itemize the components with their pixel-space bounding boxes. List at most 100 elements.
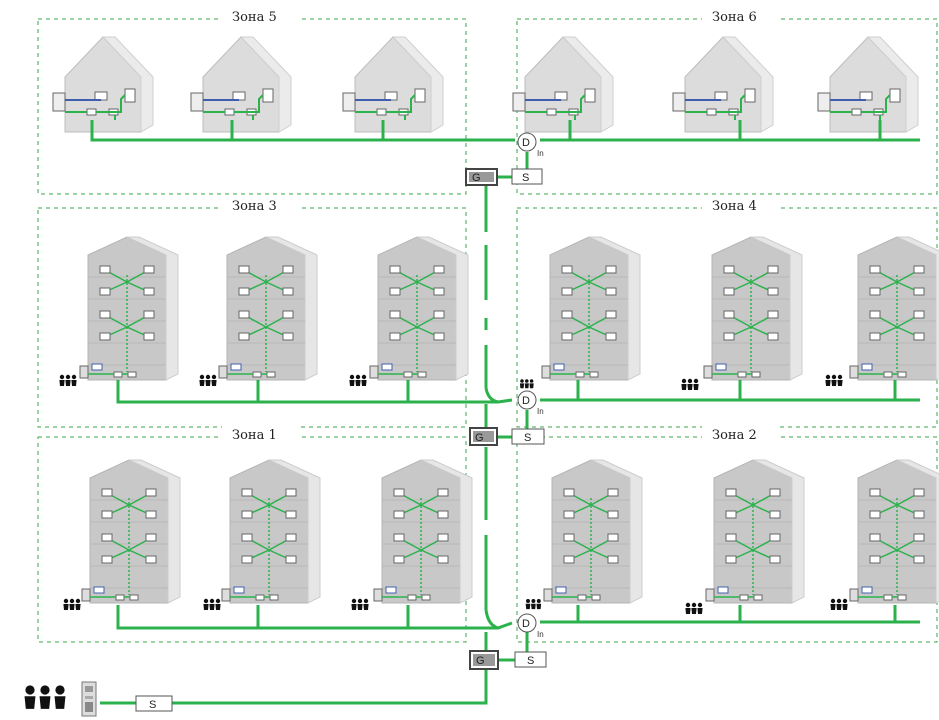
door-panel-icon (79, 365, 89, 379)
house (342, 36, 444, 133)
door-panel-icon (218, 365, 228, 379)
door-panel-icon (342, 92, 356, 112)
person-icon (681, 378, 687, 390)
apartment-monitor-icon (723, 265, 735, 274)
apartment-monitor-icon (101, 488, 113, 497)
houses (52, 36, 919, 133)
door-panel-icon (369, 365, 379, 379)
zone-labels: Зона 5 Зона 6 Зона 3 Зона 4 Зона 1 Зона … (222, 8, 780, 444)
apartment-monitor-icon (913, 533, 925, 542)
apartment-monitor-icon (145, 510, 157, 519)
apartment-monitor-icon (561, 265, 573, 274)
zone-4-label: Зона 4 (712, 199, 757, 214)
person-icon (536, 599, 542, 610)
person-icon (59, 374, 65, 386)
apartment-monitor-icon (285, 555, 297, 564)
monitor-icon (584, 88, 596, 103)
camera-icon (714, 91, 728, 101)
apartment-monitor-icon (869, 510, 881, 519)
apartment-monitor-icon (389, 310, 401, 319)
person-icon (830, 598, 836, 610)
door-panel-icon (190, 92, 204, 112)
person-icon (691, 602, 697, 614)
apartment-building (543, 459, 643, 604)
monitor-icon (124, 88, 136, 103)
person-icon (355, 374, 361, 386)
door-panel-icon (703, 365, 713, 379)
camera-icon (94, 91, 108, 101)
apartment-monitor-icon (99, 310, 111, 319)
apartment-monitor-icon (437, 510, 449, 519)
apartment-monitor-icon (869, 310, 881, 319)
trunk-bottom (172, 670, 488, 705)
apartment-monitor-icon (723, 287, 735, 296)
person-icon (842, 598, 848, 610)
person-icon (39, 685, 51, 709)
apartment-monitor-icon (869, 332, 881, 341)
door-panel-icon (81, 588, 91, 602)
apartment-monitor-icon (433, 332, 445, 341)
apartment-monitor-icon (238, 332, 250, 341)
monitor-icon (262, 88, 274, 103)
apartment-monitor-icon (605, 310, 617, 319)
house (672, 36, 774, 133)
person-icon (205, 374, 211, 386)
person-icon (63, 598, 69, 610)
apartment-monitor-icon (393, 488, 405, 497)
monitor-icon (889, 88, 901, 103)
person-icon (836, 598, 842, 610)
apartment-monitor-icon (563, 510, 575, 519)
person-icon (54, 685, 66, 709)
distributor-mid-label: D (522, 395, 530, 407)
person-icon (24, 685, 36, 709)
apartment-monitor-icon (767, 332, 779, 341)
door-panel-icon (817, 92, 831, 112)
apartment-monitor-icon (869, 265, 881, 274)
camera-icon (384, 91, 398, 101)
apartment-building (221, 459, 321, 604)
door-panel-icon (543, 588, 553, 602)
apartment-monitor-icon (143, 265, 155, 274)
apartment-monitor-icon (437, 555, 449, 564)
apartment-monitor-icon (285, 533, 297, 542)
person-icon (203, 598, 209, 610)
apartment-monitor-icon (563, 533, 575, 542)
apartment-building (849, 459, 939, 604)
door-panel-icon (849, 588, 859, 602)
person-icon (531, 599, 536, 610)
apartment-monitor-icon (101, 533, 113, 542)
supply-mid-label: S (524, 432, 531, 444)
apartment-monitor-icon (393, 510, 405, 519)
person-icon (525, 599, 531, 610)
apartment-monitor-icon (99, 287, 111, 296)
apartment-building (79, 236, 179, 381)
distributor-mid (517, 390, 537, 410)
apartment-building (369, 236, 469, 381)
apartment-monitor-icon (393, 555, 405, 564)
door-panel-icon (221, 588, 231, 602)
apartment-monitor-icon (241, 510, 253, 519)
apartment-monitor-icon (725, 488, 737, 497)
apartment-building (705, 459, 805, 604)
zone-3-label: Зона 3 (232, 199, 277, 214)
distributor-top-label: D (522, 137, 530, 149)
supply-entrance (135, 695, 173, 712)
apartment-monitor-icon (99, 332, 111, 341)
monitor-icon (744, 88, 756, 103)
apartment-monitor-icon (563, 555, 575, 564)
apartment-monitor-icon (238, 310, 250, 319)
apartment-monitor-icon (723, 310, 735, 319)
apartment-monitor-icon (389, 265, 401, 274)
person-icon (825, 374, 831, 386)
apartment-monitor-icon (605, 332, 617, 341)
door-panel-icon (849, 365, 859, 379)
person-icon (199, 374, 205, 386)
camera-icon (232, 91, 246, 101)
door-panel-icon (373, 588, 383, 602)
apartment-monitor-icon (282, 310, 294, 319)
person-icon (211, 374, 217, 386)
apartment-building (373, 459, 473, 604)
apartment-monitor-icon (433, 265, 445, 274)
apartment-monitor-icon (767, 287, 779, 296)
